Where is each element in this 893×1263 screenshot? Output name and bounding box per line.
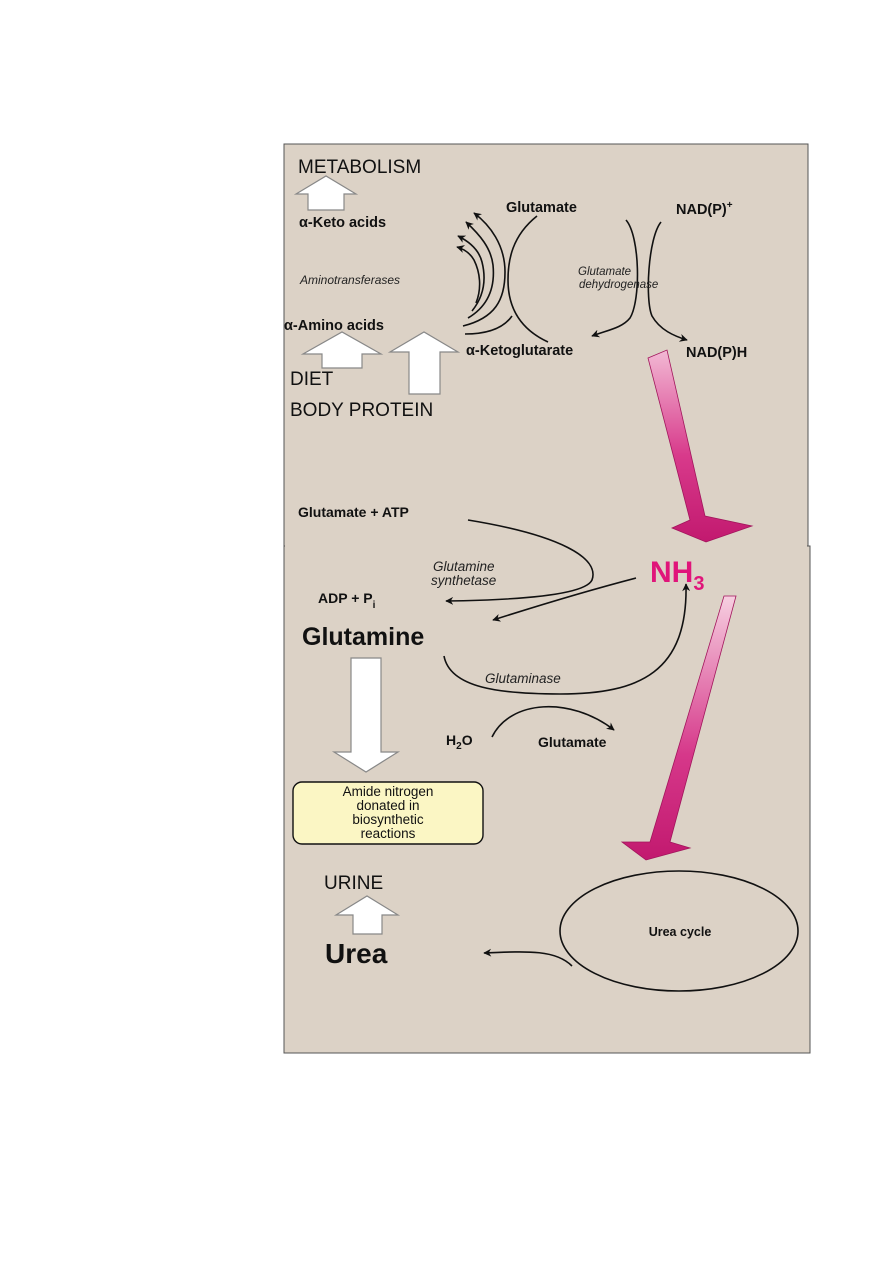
- water-arc: [491, 705, 615, 738]
- gs-label-line1: Glutamine: [433, 559, 495, 574]
- glutaminase-arc: [443, 583, 691, 695]
- glutamate-atp-label: Glutamate + ATP: [298, 504, 409, 520]
- body-protein-label: BODY PROTEIN: [290, 400, 433, 421]
- keto-acids-label: α-Keto acids: [299, 215, 386, 231]
- aminotransferases-label: Aminotransferases: [299, 273, 400, 287]
- gdh-label-line1: Glutamate: [578, 266, 631, 278]
- urea-label: Urea: [325, 938, 388, 969]
- diet-label: DIET: [290, 369, 334, 390]
- nadp-plus-label: NAD(P)+: [676, 200, 733, 218]
- glutamate-dehydrogenase-arcs: [591, 219, 688, 342]
- pink-arrow-to-nh3: [647, 349, 754, 543]
- diet-up-arrow: [300, 331, 384, 369]
- glutamine-down-arrow: [331, 657, 401, 773]
- transamination-fan: [456, 212, 506, 327]
- metabolism-label: METABOLISM: [298, 157, 421, 178]
- body-protein-up-arrow: [387, 331, 461, 395]
- urine-up-arrow: [333, 895, 401, 935]
- nadph-label: NAD(P)H: [686, 345, 747, 361]
- urea-cycle-circle: [559, 870, 799, 992]
- gdh-label-line2: dehydrogenase: [579, 279, 658, 291]
- h2o-label: H2O: [446, 732, 473, 752]
- metabolism-up-arrow: [293, 175, 359, 211]
- glutaminase-label: Glutaminase: [485, 671, 561, 686]
- adp-pi-label: ADP + Pi: [318, 590, 376, 611]
- amide-line-1: Amide nitrogen: [343, 784, 434, 799]
- panel-join: [285, 540, 807, 552]
- amide-nitrogen-box: [292, 781, 484, 845]
- amide-line-3: biosynthetic: [352, 812, 424, 827]
- glutamate-bottom-label: Glutamate: [538, 734, 607, 750]
- glutamine-label: Glutamine: [302, 623, 424, 651]
- gs-label-line2: synthetase: [431, 573, 496, 588]
- pink-arrow-to-urea-cycle: [620, 595, 737, 861]
- ketoglutarate-label: α-Ketoglutarate: [466, 343, 573, 359]
- glutamine-synthetase-arrows: [445, 519, 637, 622]
- urine-label: URINE: [324, 873, 383, 894]
- glutamate-top-label: Glutamate: [506, 200, 577, 216]
- amide-line-4: reactions: [361, 826, 416, 841]
- urea-cycle-label: Urea cycle: [649, 925, 712, 939]
- urea-cycle-to-urea-arrow: [483, 948, 573, 967]
- amide-line-2: donated in: [356, 798, 419, 813]
- aminotransferase-arcs: [464, 215, 549, 343]
- amino-acids-label: α-Amino acids: [284, 318, 384, 334]
